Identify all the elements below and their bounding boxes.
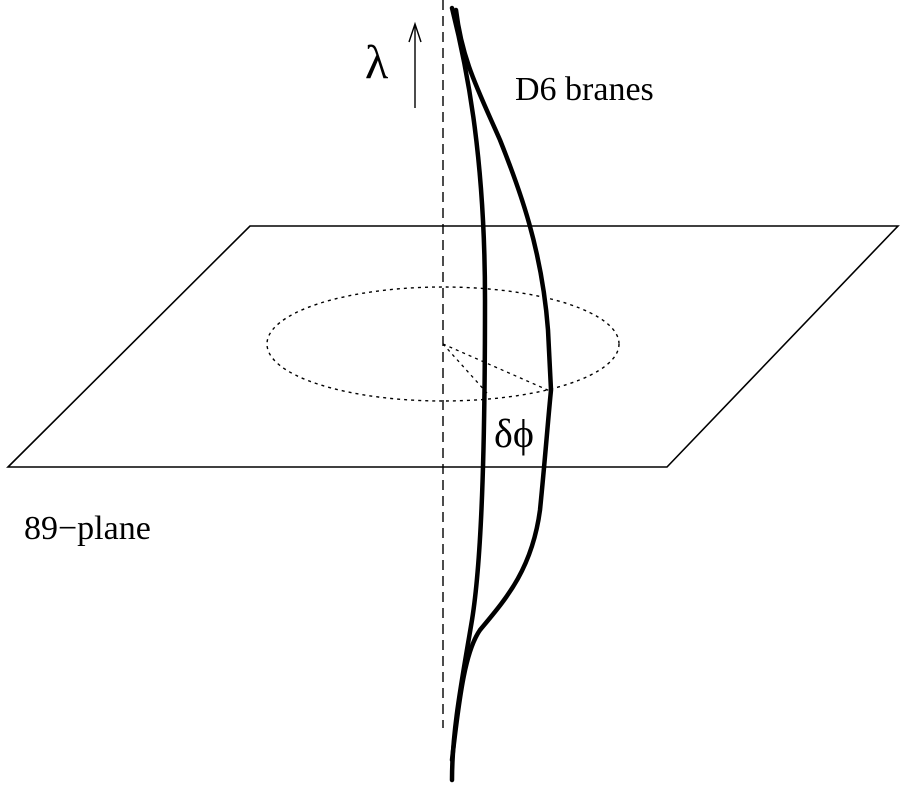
plane-label: 89−plane — [24, 510, 151, 547]
radius-line-right — [442, 343, 551, 392]
dotted-circle — [266, 286, 620, 402]
branes-label: D6 branes — [515, 71, 654, 108]
plane-89 — [6, 225, 900, 468]
lambda-arrow-head — [408, 21, 422, 43]
brane-bent — [449, 7, 554, 763]
lambda-label: λ — [365, 36, 389, 89]
delta-phi-label: δϕ — [494, 411, 534, 456]
radius-line-left — [442, 343, 488, 394]
